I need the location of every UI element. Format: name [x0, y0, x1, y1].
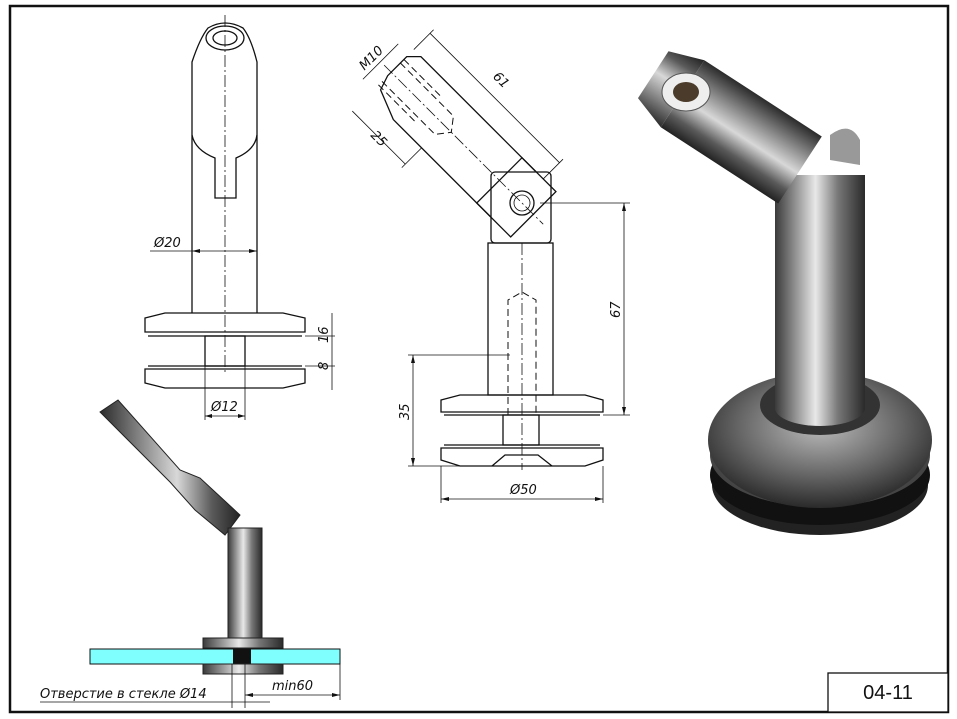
title-block: 04-11: [827, 672, 949, 713]
drawing-number: 04-11: [863, 682, 913, 704]
dim-gap: 8: [317, 362, 332, 370]
dim-tube-diameter: Ø20: [153, 236, 181, 251]
front-view: Ø20 16 8 Ø12: [144, 15, 335, 420]
dim-shaft-diameter: Ø12: [210, 400, 238, 415]
installation-view: Отверстие в стекле Ø14 min60: [40, 399, 341, 708]
side-view: 61 25 M10 67 35: [352, 29, 630, 503]
glass-hole-label: Отверстие в стекле Ø14: [40, 687, 207, 702]
dim-base-height: 35: [398, 403, 413, 420]
angled-arm: 61 25 M10: [352, 29, 564, 238]
dim-flange-height: 16: [317, 326, 332, 343]
min-edge-label: min60: [272, 679, 313, 694]
dim-flange-diameter: Ø50: [509, 483, 537, 498]
drawing-frame: [8, 4, 950, 714]
glass-panel: [89, 648, 341, 665]
product-render: [637, 51, 932, 535]
dim-thread-depth: 25: [367, 128, 389, 150]
dim-height: 67: [609, 301, 624, 318]
dim-arm-length: 61: [489, 69, 511, 91]
dim-thread: M10: [357, 43, 387, 73]
